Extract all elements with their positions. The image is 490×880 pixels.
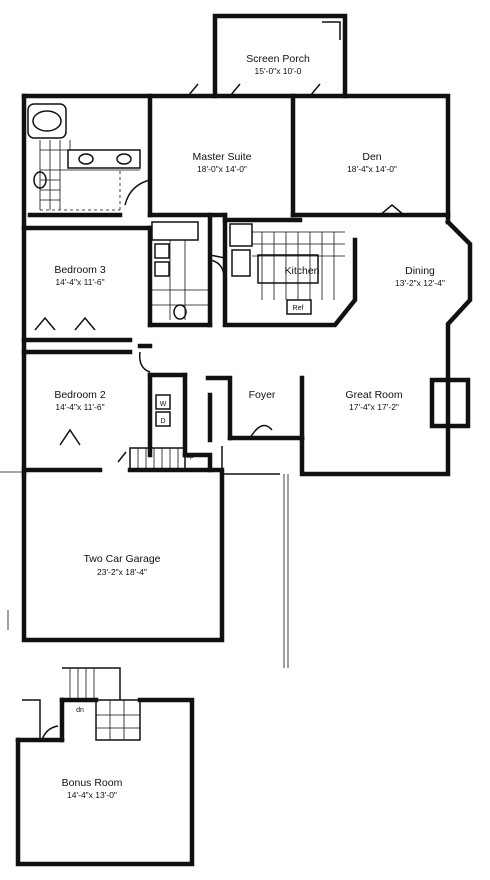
bedroom-3-dims: 14'-4"x 11'-6" <box>55 277 104 287</box>
bedroom-3-label: Bedroom 3 <box>54 264 106 276</box>
room-bedroom-3: Bedroom 3 14'-4"x 11'-6" <box>54 264 106 287</box>
dining-label: Dining <box>405 265 435 277</box>
great-room-label: Great Room <box>345 389 402 401</box>
stair-up-label: up <box>186 453 194 460</box>
laundry-fixtures <box>155 394 171 427</box>
garage-stairs <box>117 447 186 471</box>
kitchen-label: Kitchen <box>284 265 319 277</box>
den-label: Den <box>362 151 381 163</box>
bonus-room-walls <box>15 667 195 867</box>
stair-down-label: dn <box>76 707 84 714</box>
foyer-label: Foyer <box>249 389 276 401</box>
door-swings <box>34 83 405 446</box>
room-bedroom-2: Bedroom 2 14'-4"x 11'-6" <box>54 389 106 412</box>
main-house-walls <box>21 93 473 643</box>
master-suite-label: Master Suite <box>193 151 252 163</box>
room-dining: Dining 13'-2"x 12'-4" <box>395 265 445 288</box>
dryer-label: D <box>160 418 165 425</box>
bonus-room-dims: 14'-4"x 13'-0" <box>67 790 117 800</box>
entry-walk <box>0 446 289 668</box>
den-dims: 18'-4"x 14'-0" <box>347 164 397 174</box>
room-master-suite: Master Suite 18'-0"x 14'-0" <box>193 151 252 174</box>
ref-label: Ref <box>293 305 304 312</box>
bedroom-2-dims: 14'-4"x 11'-6" <box>55 402 104 412</box>
screen-porch-label: Screen Porch <box>246 53 310 65</box>
room-screen-porch: Screen Porch 15'-0"x 10'-0 <box>246 53 310 76</box>
washer-label: W <box>160 401 167 408</box>
dining-dims: 13'-2"x 12'-4" <box>395 278 445 288</box>
screen-porch-dims: 15'-0"x 10'-0 <box>255 66 302 76</box>
room-bonus-room: Bonus Room 14'-4"x 13'-0" <box>62 777 123 800</box>
bedroom-2-label: Bedroom 2 <box>54 389 106 401</box>
master-bath-fixtures <box>27 103 141 211</box>
kitchen-fixtures <box>229 223 345 315</box>
interior-walls <box>21 93 471 473</box>
room-den: Den 18'-4"x 14'-0" <box>347 151 397 174</box>
room-great-room: Great Room 17'-4"x 17'-2" <box>345 389 402 412</box>
garage-dims: 23'-2"x 18'-4" <box>97 567 147 577</box>
room-garage: Two Car Garage 23'-2"x 18'-4" <box>83 553 160 577</box>
room-kitchen: Kitchen Ref <box>284 265 319 312</box>
master-suite-dims: 18'-0"x 14'-0" <box>197 164 247 174</box>
fixture-labels: W D up dn <box>76 401 194 714</box>
room-foyer: Foyer <box>249 389 276 401</box>
hall-bath-fixtures <box>151 221 210 320</box>
garage-label: Two Car Garage <box>83 553 160 565</box>
bonus-room-label: Bonus Room <box>62 777 123 789</box>
great-room-dims: 17'-4"x 17'-2" <box>349 402 399 412</box>
screen-porch-walls <box>212 13 348 99</box>
